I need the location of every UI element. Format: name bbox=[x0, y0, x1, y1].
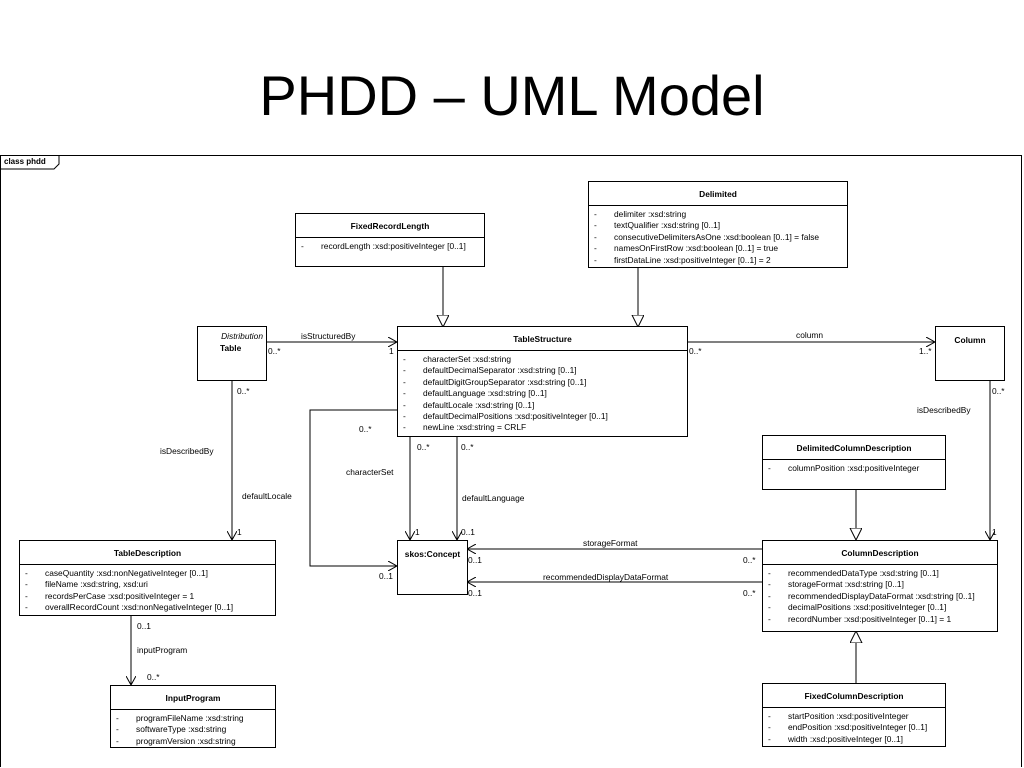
attribute: -softwareType :xsd:string bbox=[116, 724, 227, 735]
multiplicity-label: 1 bbox=[992, 527, 997, 537]
assoc-label-column-isdescribedby: isDescribedBy bbox=[917, 405, 971, 415]
multiplicity-label: 0..* bbox=[359, 424, 372, 434]
class-stereotype: Distribution bbox=[221, 331, 263, 341]
attribute-list: -caseQuantity :xsd:nonNegativeInteger [0… bbox=[20, 565, 275, 614]
class-name: FixedColumnDescription bbox=[763, 684, 945, 708]
class-name: TableStructure bbox=[398, 327, 687, 351]
attribute: -namesOnFirstRow :xsd:boolean [0..1] = t… bbox=[594, 243, 779, 254]
attribute-list: -characterSet :xsd:string -defaultDecima… bbox=[398, 351, 687, 434]
assoc-label-column: column bbox=[796, 330, 823, 340]
multiplicity-label: 0..* bbox=[743, 588, 756, 598]
multiplicity-label: 0..* bbox=[689, 346, 702, 356]
multiplicity-label: 0..1 bbox=[379, 571, 393, 581]
attribute: -recommendedDisplayDataFormat :xsd:strin… bbox=[768, 590, 975, 601]
class-column-description: ColumnDescription -recommendedDataType :… bbox=[762, 540, 998, 632]
class-name: TableDescription bbox=[20, 541, 275, 565]
class-table-structure: TableStructure -characterSet :xsd:string… bbox=[397, 326, 688, 437]
class-name: DelimitedColumnDescription bbox=[763, 436, 945, 460]
assoc-label-table-isdescribedby: isDescribedBy bbox=[160, 446, 214, 456]
attribute: -recordNumber :xsd:positiveInteger [0..1… bbox=[768, 613, 952, 624]
class-fixed-record-length: FixedRecordLength -recordLength :xsd:pos… bbox=[295, 213, 485, 267]
attribute: -decimalPositions :xsd:positiveInteger [… bbox=[768, 602, 947, 613]
class-name: ColumnDescription bbox=[763, 541, 997, 565]
class-name: Delimited bbox=[589, 182, 847, 206]
class-fixed-column-description: FixedColumnDescription -startPosition :x… bbox=[762, 683, 946, 747]
attribute: -caseQuantity :xsd:nonNegativeInteger [0… bbox=[25, 568, 208, 578]
class-name: FixedRecordLength bbox=[296, 214, 484, 238]
attribute: -newLine :xsd:string = CRLF bbox=[403, 422, 527, 433]
class-name: Table bbox=[220, 343, 242, 353]
class-table-description: TableDescription -caseQuantity :xsd:nonN… bbox=[19, 540, 276, 616]
attribute: -storageFormat :xsd:string [0..1] bbox=[768, 579, 904, 590]
attribute: -programFileName :xsd:string bbox=[116, 713, 244, 723]
attribute: -delimiter :xsd:string bbox=[594, 209, 687, 219]
multiplicity-label: 1 bbox=[237, 527, 242, 537]
multiplicity-label: 0..* bbox=[743, 555, 756, 565]
attribute-list: -startPosition :xsd:positiveInteger -end… bbox=[763, 708, 945, 745]
multiplicity-label: 0..* bbox=[992, 386, 1005, 396]
attribute: -startPosition :xsd:positiveInteger bbox=[768, 711, 909, 721]
attribute: -fileName :xsd:string, xsd:uri bbox=[25, 579, 148, 590]
attribute-list: -programFileName :xsd:string -softwareTy… bbox=[111, 710, 275, 747]
attribute: -defaultLanguage :xsd:string [0..1] bbox=[403, 388, 547, 399]
multiplicity-label: 0..1 bbox=[468, 588, 482, 598]
multiplicity-label: 0..1 bbox=[468, 555, 482, 565]
class-name: InputProgram bbox=[111, 686, 275, 710]
attribute: -overallRecordCount :xsd:nonNegativeInte… bbox=[25, 602, 234, 613]
assoc-label-characterset: characterSet bbox=[346, 467, 394, 477]
assoc-label-inputprogram: inputProgram bbox=[137, 645, 188, 655]
frame-label: class phdd bbox=[4, 157, 46, 166]
attribute-list: -recordLength :xsd:positiveInteger [0..1… bbox=[296, 238, 484, 252]
attribute: -defaultDecimalPositions :xsd:positiveIn… bbox=[403, 411, 608, 422]
attribute: -textQualifier :xsd:string [0..1] bbox=[594, 220, 721, 231]
assoc-label-defaultlocale: defaultLocale bbox=[242, 491, 292, 501]
attribute: -defaultLocale :xsd:string [0..1] bbox=[403, 399, 535, 410]
assoc-label-storageformat: storageFormat bbox=[583, 538, 638, 548]
multiplicity-label: 1..* bbox=[919, 346, 932, 356]
assoc-defaultlocale bbox=[309, 409, 397, 566]
attribute-list: -recommendedDataType :xsd:string [0..1] … bbox=[763, 565, 997, 625]
assoc-label-recommendeddisplaydataformat: recommendedDisplayDataFormat bbox=[543, 572, 669, 582]
multiplicity-label: 0..* bbox=[237, 386, 250, 396]
class-input-program: InputProgram -programFileName :xsd:strin… bbox=[110, 685, 276, 748]
class-column: Column bbox=[935, 326, 1005, 381]
class-name: skos:Concept bbox=[404, 549, 461, 559]
attribute: -firstDataLine :xsd:positiveInteger [0..… bbox=[594, 254, 771, 265]
multiplicity-label: 0..* bbox=[147, 672, 160, 682]
multiplicity-label: 1 bbox=[389, 346, 394, 356]
frame-tab bbox=[0, 155, 60, 170]
attribute: -recommendedDataType :xsd:string [0..1] bbox=[768, 568, 939, 578]
class-name: Column bbox=[954, 335, 986, 345]
class-delimited-column-description: DelimitedColumnDescription -columnPositi… bbox=[762, 435, 946, 490]
attribute: -columnPosition :xsd:positiveInteger bbox=[768, 463, 920, 473]
attribute: -programVersion :xsd:string bbox=[116, 735, 236, 746]
attribute: -consecutiveDelimitersAsOne :xsd:boolean… bbox=[594, 231, 820, 242]
multiplicity-label: 0..* bbox=[461, 442, 474, 452]
multiplicity-label: 0..1 bbox=[137, 621, 151, 631]
assoc-label-isstructuredby: isStructuredBy bbox=[301, 331, 356, 341]
class-table: Distribution Table bbox=[197, 326, 267, 381]
attribute: -defaultDigitGroupSeparator :xsd:string … bbox=[403, 376, 587, 387]
multiplicity-label: 0..* bbox=[417, 442, 430, 452]
multiplicity-label: 0..1 bbox=[461, 527, 475, 537]
class-skos-concept: skos:Concept bbox=[397, 540, 468, 595]
class-delimited: Delimited -delimiter :xsd:string -textQu… bbox=[588, 181, 848, 268]
multiplicity-label: 0..* bbox=[268, 346, 281, 356]
attribute-list: -delimiter :xsd:string -textQualifier :x… bbox=[589, 206, 847, 266]
attribute: -defaultDecimalSeparator :xsd:string [0.… bbox=[403, 365, 577, 376]
multiplicity-label: 1 bbox=[415, 527, 420, 537]
attribute-list: -columnPosition :xsd:positiveInteger bbox=[763, 460, 945, 474]
attribute: -endPosition :xsd:positiveInteger [0..1] bbox=[768, 722, 928, 733]
attribute: -width :xsd:positiveInteger [0..1] bbox=[768, 733, 903, 744]
attribute: -recordsPerCase :xsd:positiveInteger = 1 bbox=[25, 590, 195, 601]
page-title: PHDD – UML Model bbox=[259, 64, 765, 127]
diagram-frame bbox=[0, 155, 1022, 767]
assoc-label-defaultlanguage: defaultLanguage bbox=[462, 493, 525, 503]
attribute: -recordLength :xsd:positiveInteger [0..1… bbox=[301, 241, 466, 251]
attribute: -characterSet :xsd:string bbox=[403, 354, 511, 364]
